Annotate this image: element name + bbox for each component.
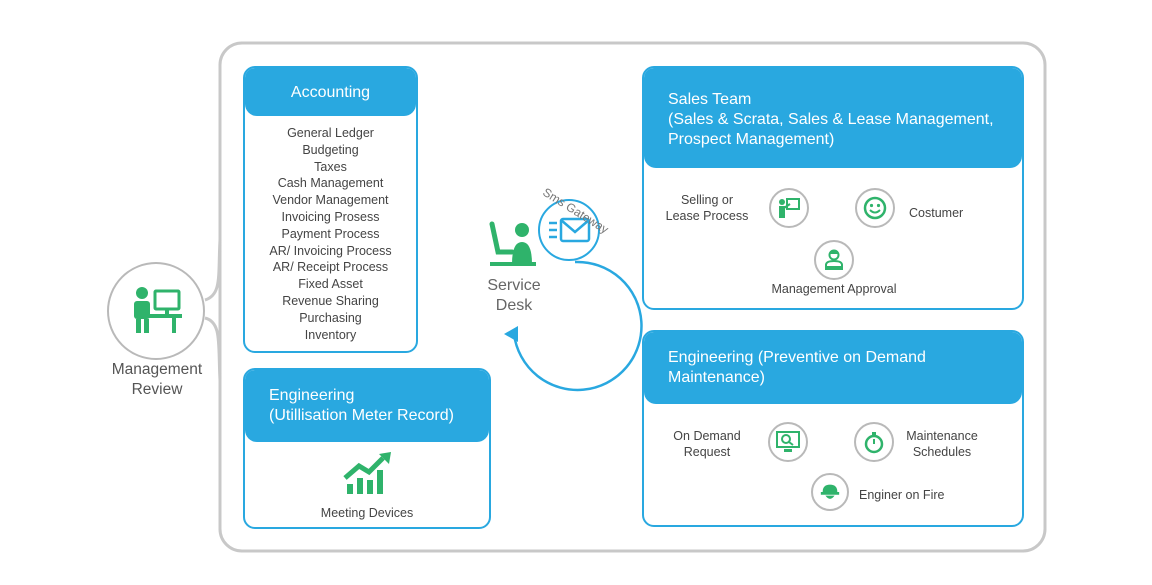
- growth-chart-icon: [343, 452, 393, 501]
- accounting-item: Inventory: [304, 327, 357, 342]
- stopwatch-icon: [864, 432, 884, 454]
- enginer-on-fire-label: Enginer on Fire: [859, 488, 945, 502]
- meeting-devices-label: Meeting Devices: [320, 506, 414, 520]
- monitor-search-icon: [776, 431, 800, 452]
- engineering-maintenance-title: Engineering (Preventive on Demand Mainte…: [644, 332, 1022, 404]
- approval-circle: [814, 240, 854, 280]
- accounting-item: Vendor Management: [272, 193, 389, 208]
- hard-hat-icon: [820, 484, 840, 499]
- accounting-item: Revenue Sharing: [282, 293, 379, 308]
- sales-title: Sales Team (Sales & Scrata, Sales & Leas…: [644, 68, 1022, 168]
- engineering-maintenance-card: Engineering (Preventive on Demand Mainte…: [642, 330, 1024, 527]
- service-desk-icon: [470, 220, 560, 272]
- management-circle: [107, 262, 205, 360]
- selling-label: Selling or Lease Process: [665, 193, 749, 223]
- sms-gateway-circle: [538, 199, 600, 261]
- accounting-item: Payment Process: [281, 226, 380, 241]
- approval-label: Management Approval: [771, 282, 897, 296]
- accounting-item: Budgeting: [302, 142, 359, 157]
- accounting-title: Accounting: [245, 68, 416, 116]
- accounting-item: Fixed Asset: [298, 277, 363, 292]
- accounting-item: AR/ Invoicing Process: [269, 243, 392, 258]
- engineering-meter-title: Engineering (Utillisation Meter Record): [245, 370, 489, 442]
- schedule-circle: [854, 422, 894, 462]
- manager-icon: [825, 249, 843, 270]
- sales-card: Sales Team (Sales & Scrata, Sales & Leas…: [642, 66, 1024, 310]
- accounting-item: Taxes: [314, 159, 347, 174]
- accounting-item: General Ledger: [287, 126, 374, 140]
- management-label: Management Review: [111, 361, 203, 398]
- presentation-icon: [779, 198, 800, 218]
- smiley-icon: [863, 196, 887, 220]
- costumer-label: Costumer: [909, 206, 964, 220]
- accounting-item: Cash Management: [277, 176, 384, 191]
- accounting-item: Purchasing: [299, 310, 362, 325]
- fire-engineer-circle: [811, 473, 849, 511]
- on-demand-circle: [768, 422, 808, 462]
- presentation-circle: [769, 188, 809, 228]
- manager-desk-icon: [134, 287, 182, 333]
- on-demand-label: On Demand Request: [673, 429, 741, 459]
- maintenance-schedules-label: Maintenance Schedules: [906, 429, 978, 459]
- service-desk-label: Service Desk: [487, 277, 541, 314]
- accounting-item: Invoicing Prosess: [281, 209, 380, 224]
- sms-gateway-label: Sms Gateway: [540, 185, 612, 237]
- costumer-circle: [855, 188, 895, 228]
- accounting-item: AR/ Receipt Process: [272, 260, 389, 275]
- engineering-meter-card: Engineering (Utillisation Meter Record) …: [243, 368, 491, 529]
- envelope-icon: [549, 217, 591, 243]
